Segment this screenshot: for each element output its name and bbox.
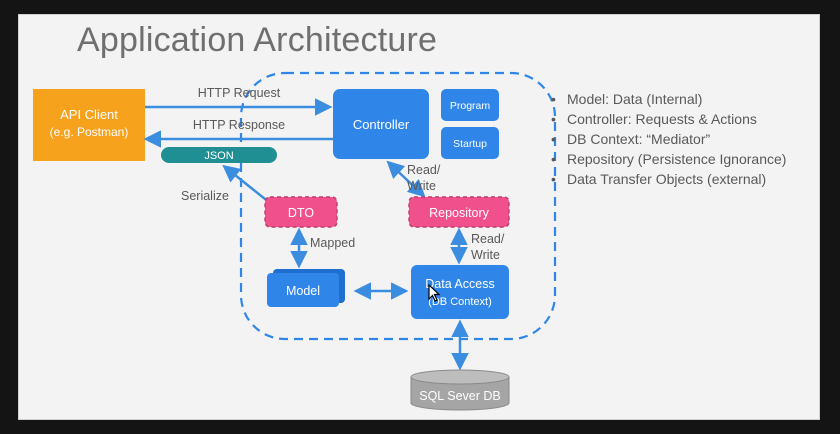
startup-label: Startup <box>453 138 487 150</box>
bullet-item: DB Context: “Mediator” <box>549 129 786 149</box>
read-write-label-2: Read/ <box>471 232 505 246</box>
slide-title: Application Architecture <box>77 21 438 59</box>
read-write-label-1: Read/ <box>407 163 441 177</box>
program-label: Program <box>450 100 491 112</box>
controller-box <box>333 89 429 159</box>
read-write-label-2b: Write <box>471 248 500 262</box>
repository-label: Repository <box>429 206 489 220</box>
model-label: Model <box>286 284 320 298</box>
read-write-label-1b: Write <box>407 179 436 193</box>
dto-box <box>264 196 338 228</box>
mouse-cursor-icon <box>428 284 441 302</box>
repository-box <box>408 196 510 228</box>
mapped-label: Mapped <box>310 236 355 250</box>
serialize-label: Serialize <box>181 189 229 203</box>
api-client-box <box>33 89 145 161</box>
http-request-label: HTTP Request <box>198 86 281 100</box>
http-response-label: HTTP Response <box>193 118 285 132</box>
startup-box <box>441 127 499 159</box>
api-client-sublabel: (e.g. Postman) <box>50 125 129 139</box>
program-box <box>441 89 499 121</box>
data-access-label: Data Access <box>425 277 494 291</box>
bullet-item: Repository (Persistence Ignorance) <box>549 149 786 169</box>
json-pill <box>161 147 277 163</box>
bullet-item: Data Transfer Objects (external) <box>549 169 786 189</box>
model-box <box>267 273 339 307</box>
dto-label: DTO <box>288 206 314 220</box>
json-label: JSON <box>204 150 233 162</box>
controller-repository-arrow <box>386 160 426 198</box>
architecture-diagram: API Client (e.g. Postman) HTTP Request H… <box>33 71 557 411</box>
slide: Application Architecture API Client (e.g… <box>18 14 820 420</box>
database-icon <box>410 369 510 411</box>
data-access-sublabel: (DB Context) <box>428 296 492 308</box>
bullet-item: Controller: Requests & Actions <box>549 109 786 129</box>
sql-db-label: SQL Sever DB <box>419 389 501 403</box>
controller-label: Controller <box>353 117 410 132</box>
api-client-label: API Client <box>60 107 118 122</box>
data-access-box <box>411 265 509 319</box>
bullet-list: Model: Data (Internal) Controller: Reque… <box>549 89 786 189</box>
bullet-item: Model: Data (Internal) <box>549 89 786 109</box>
app-boundary <box>239 71 557 341</box>
